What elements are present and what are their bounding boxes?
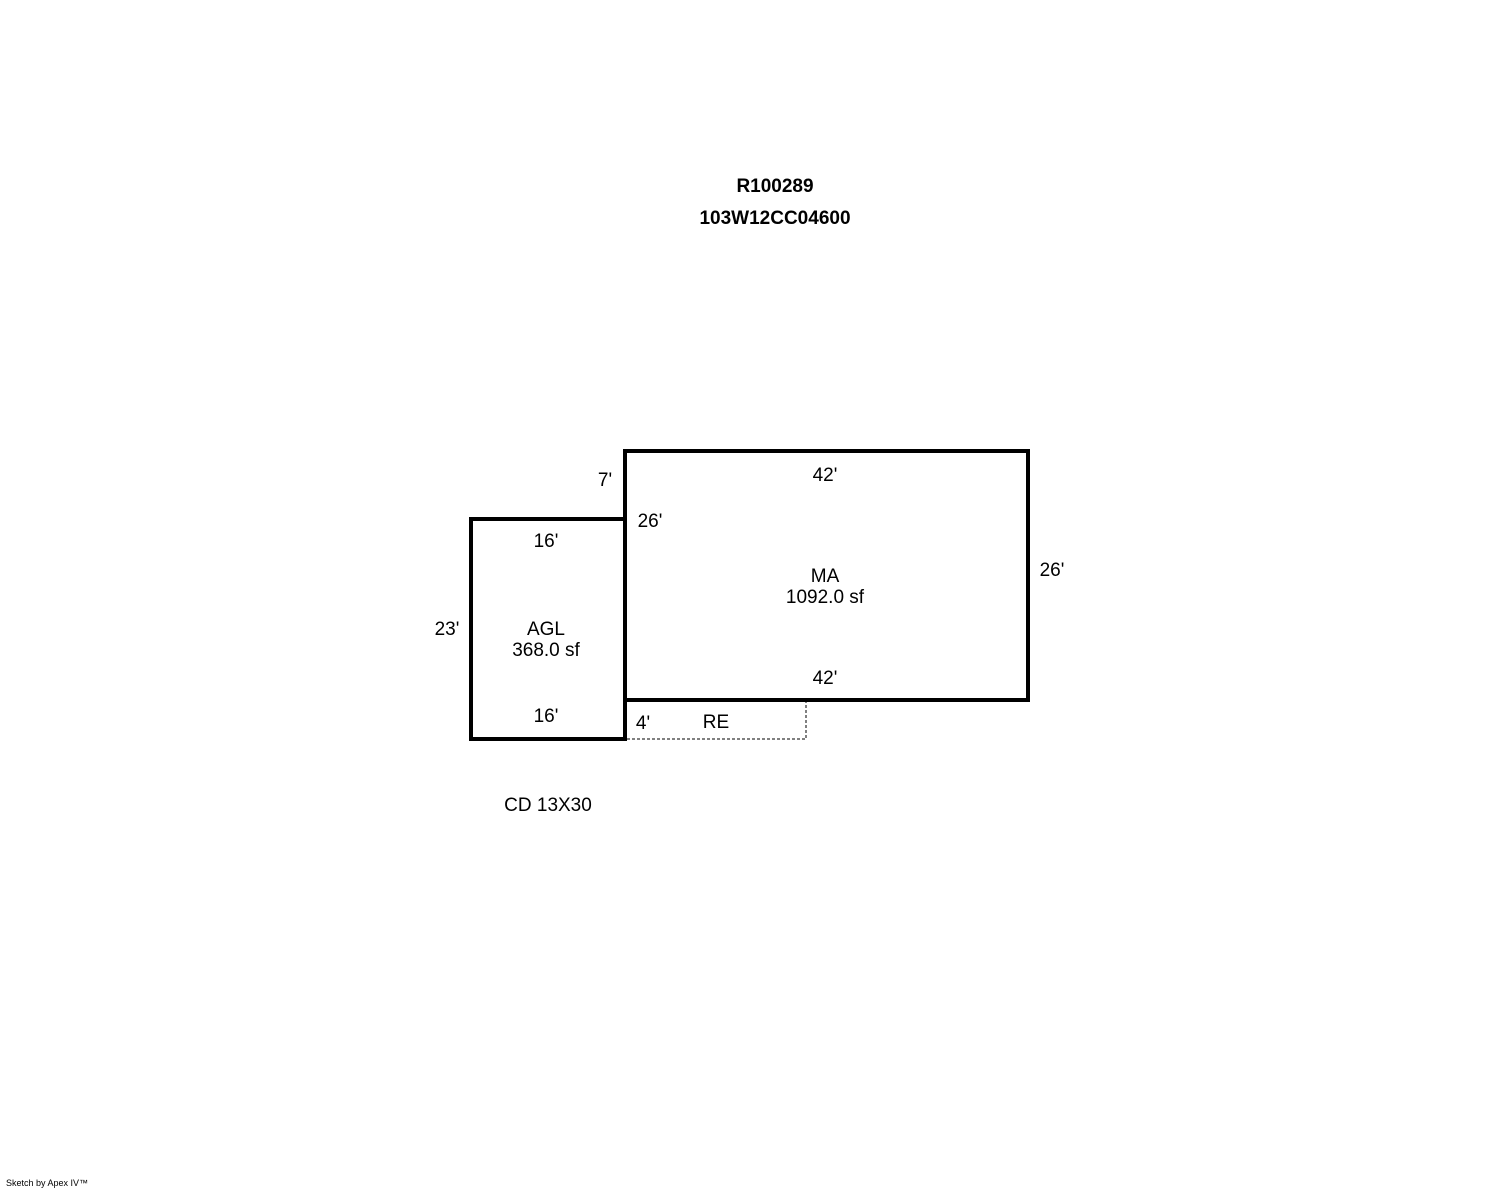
- dim-agl-bottom: 16': [534, 706, 559, 727]
- map-tax-lot: 103W12CC04600: [699, 208, 851, 229]
- garage-area-size: 368.0 sf: [512, 640, 580, 661]
- sketch-credit: Sketch by Apex IV™: [6, 1178, 89, 1188]
- garage-area-code: AGL: [527, 619, 565, 640]
- dim-ma-right: 26': [1040, 560, 1065, 581]
- main-area-code: MA: [811, 566, 840, 587]
- deck-note: CD 13X30: [504, 795, 592, 816]
- dim-ma-top: 42': [813, 465, 838, 486]
- main-area-size: 1092.0 sf: [786, 587, 865, 608]
- dim-ma-offset: 7': [598, 470, 612, 491]
- dim-ma-left: 26': [638, 511, 663, 532]
- dim-agl-top: 16': [534, 531, 559, 552]
- garage-area-outline: [469, 517, 627, 741]
- dim-re-side: 4': [636, 713, 650, 734]
- dim-ma-bottom: 42': [813, 668, 838, 689]
- account-id: R100289: [736, 176, 814, 197]
- extension-area-code: RE: [703, 712, 729, 733]
- dim-agl-left: 23': [435, 619, 460, 640]
